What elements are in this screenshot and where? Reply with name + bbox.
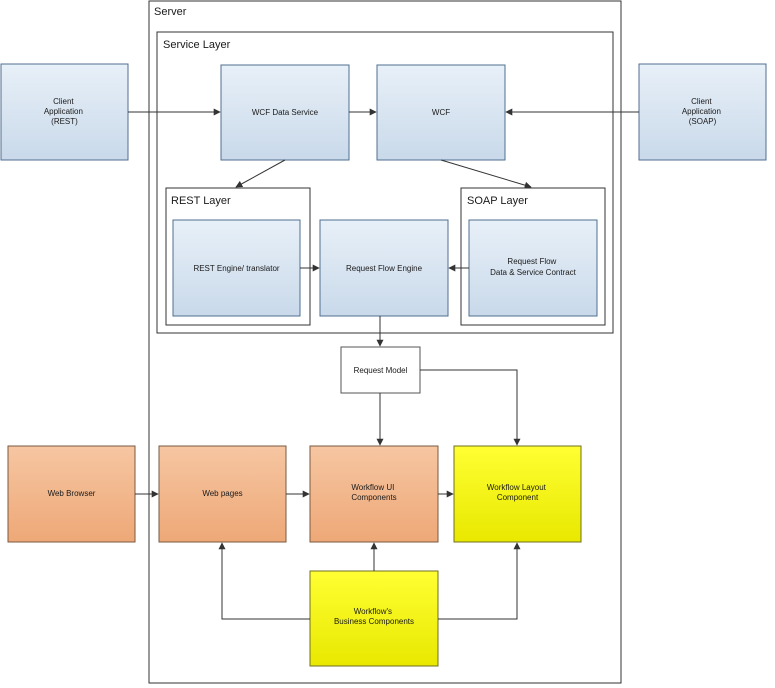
svg-text:WCF: WCF: [432, 108, 450, 117]
soap-layer-container: SOAP Layer: [460, 187, 606, 326]
client-soap-line-2: Application: [682, 107, 721, 116]
web-browser-node: Web Browser: [7, 445, 136, 543]
request-flow-contract-line-1: Request Flow: [507, 257, 556, 266]
business-components-line-1: Workflow's: [354, 607, 392, 616]
client-rest-line-1: Client: [53, 97, 74, 106]
workflow-ui-node: Workflow UI Components: [309, 445, 439, 543]
business-components-node: Workflow's Business Components: [309, 570, 439, 667]
request-model-node: Request Model: [340, 346, 421, 394]
client-soap-line-1: Client: [691, 97, 712, 106]
request-flow-contract-line-2: Data & Service Contract: [490, 268, 577, 277]
wcf-data-service-label: WCF Data Service: [252, 108, 319, 117]
web-pages-node: Web pages: [158, 445, 287, 543]
workflow-layout-line-1: Workflow Layout: [487, 483, 547, 492]
workflow-ui-line-1: Workflow UI: [351, 483, 394, 492]
web-browser-label: Web Browser: [48, 489, 96, 498]
service-layer-label: Service Layer: [163, 39, 231, 51]
workflow-layout-node: Workflow Layout Component: [453, 445, 582, 543]
svg-text:Web Browser: Web Browser: [48, 489, 96, 498]
request-flow-engine-label: Request Flow Engine: [346, 264, 423, 273]
svg-text:Client Application: Client Application (SOAP): [682, 97, 723, 126]
svg-text:Request Model: Request Model: [354, 366, 408, 375]
workflow-ui-line-2: Components: [351, 493, 396, 502]
wcf-data-service-node: WCF Data Service: [220, 64, 350, 161]
svg-text:WCF Data Service: WCF Data Service: [252, 108, 319, 117]
client-rest-node: Client Application (REST): [0, 63, 129, 161]
wcf-node: WCF: [376, 64, 506, 161]
rest-engine-node: REST Engine/ translator: [172, 219, 301, 317]
request-flow-contract-node: Request Flow Data & Service Contract: [468, 219, 598, 317]
arrow-wcf-to-soap-layer: [440, 159, 532, 189]
request-flow-engine-node: Request Flow Engine: [319, 219, 449, 317]
rest-layer-container: REST Layer: [165, 187, 311, 326]
wcf-label: WCF: [432, 108, 450, 117]
client-rest-line-3: (REST): [51, 117, 78, 126]
business-components-line-2: Business Components: [334, 617, 414, 626]
server-container: Server: [148, 0, 622, 684]
client-soap-node: Client Application (SOAP): [638, 63, 767, 161]
rest-layer-label: REST Layer: [171, 195, 231, 207]
connectors: [128, 108, 639, 620]
svg-text:Workflow Layout Componen: Workflow Layout Component: [487, 483, 548, 502]
soap-layer-label: SOAP Layer: [467, 195, 528, 207]
arrow-request-model-to-workflow-layout: [420, 369, 521, 446]
server-label: Server: [154, 6, 187, 18]
svg-text:Request Flow Engine: Request Flow Engine: [346, 264, 423, 273]
svg-text:Request Flow Data & Serv: Request Flow Data & Service Contract: [490, 257, 577, 277]
web-pages-label: Web pages: [202, 489, 242, 498]
request-model-label: Request Model: [354, 366, 408, 375]
arrow-business-to-workflow-layout: [438, 542, 521, 620]
client-rest-line-2: Application: [44, 107, 83, 116]
svg-text:Client Application: Client Application (REST): [44, 97, 85, 126]
svg-text:REST Engine/ translator: REST Engine/ translator: [193, 264, 279, 273]
svg-text:Workflow's Business Comp: Workflow's Business Components: [334, 607, 414, 626]
client-soap-line-3: (SOAP): [689, 117, 717, 126]
workflow-layout-line-2: Component: [497, 493, 539, 502]
arrow-wcf-data-service-to-rest-layer: [235, 159, 286, 188]
svg-text:Web pages: Web pages: [202, 489, 242, 498]
svg-text:Workflow UI Components: Workflow UI Components: [351, 483, 396, 502]
rest-engine-label: REST Engine/ translator: [193, 264, 279, 273]
arrow-business-to-web-pages: [218, 542, 310, 620]
service-layer-container: Service Layer: [156, 31, 614, 334]
